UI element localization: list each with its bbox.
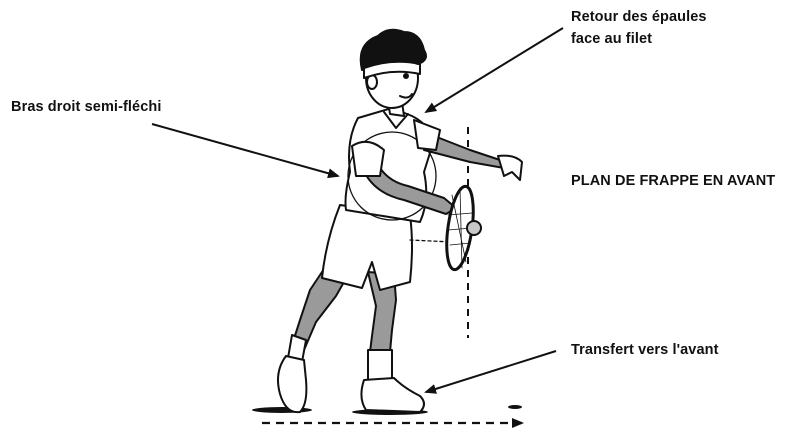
eye (404, 74, 408, 78)
arrow-arm (152, 124, 338, 176)
back-shoe (278, 356, 306, 412)
front-sock (368, 350, 392, 382)
tennis-ball (467, 221, 481, 235)
arrow-transfer (426, 351, 556, 392)
front-shoe (361, 378, 424, 412)
player-figure (278, 30, 522, 412)
right-sleeve (352, 142, 384, 176)
left-sleeve (414, 120, 440, 150)
arrow-shoulders (426, 28, 563, 112)
left-hand (498, 156, 522, 180)
